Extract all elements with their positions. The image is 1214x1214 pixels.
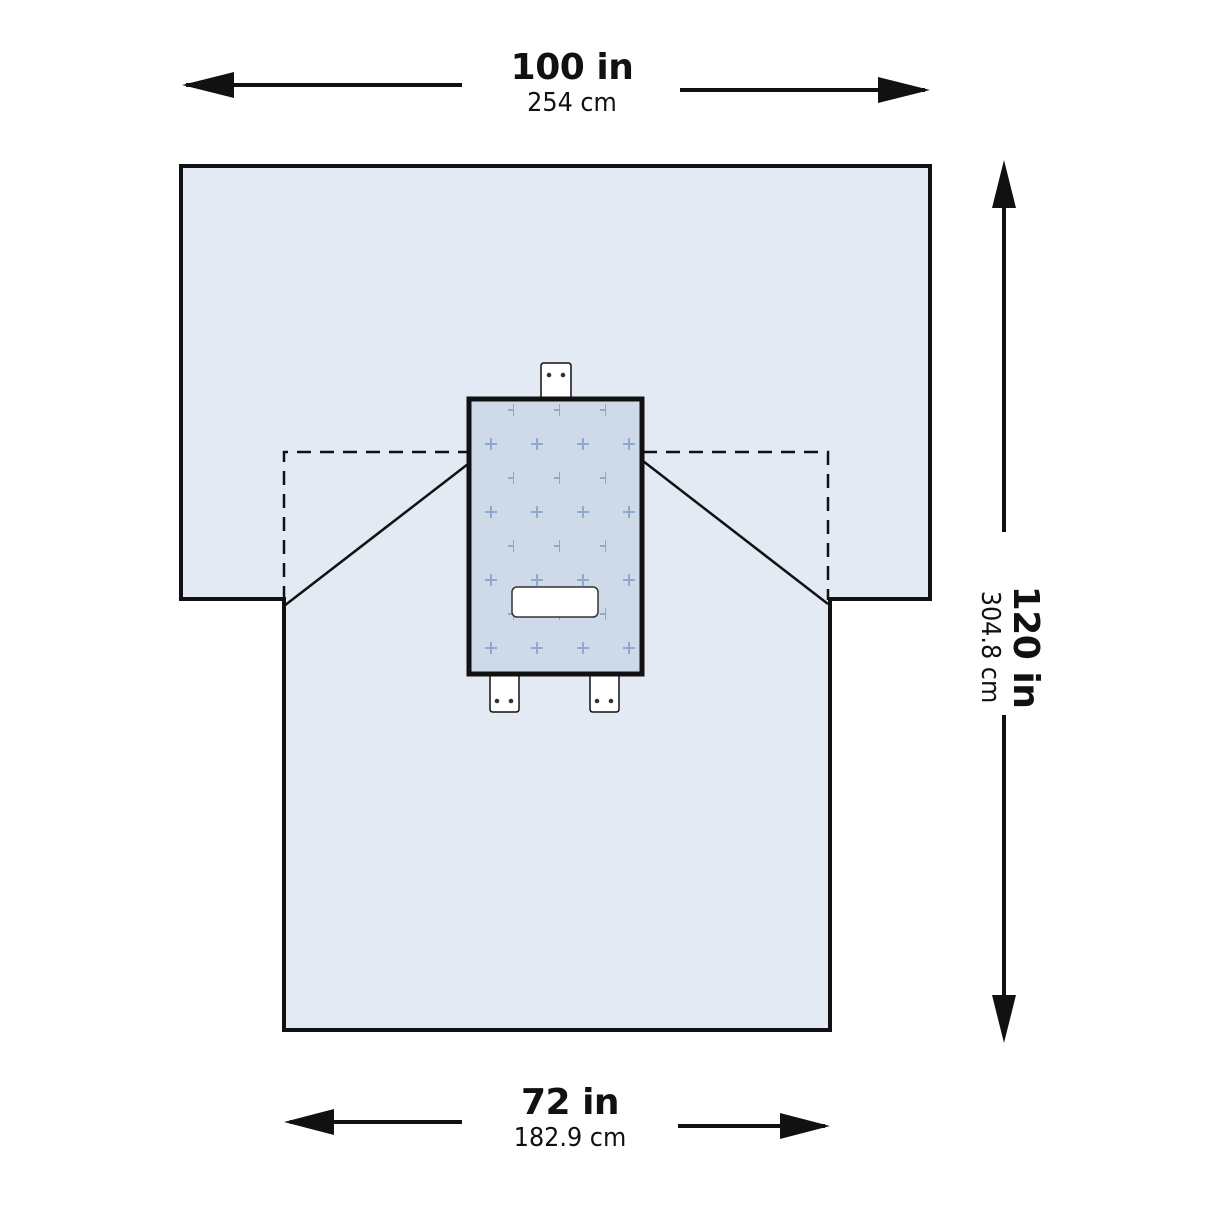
arrow-right-icon <box>878 77 930 103</box>
fenestration <box>511 586 599 618</box>
fold-lines <box>282 450 830 600</box>
top-dimension-inches: 100 in <box>510 47 634 88</box>
arrow-down-icon <box>992 995 1016 1043</box>
top-tab <box>540 362 572 398</box>
top-dimension-cm: 254 cm <box>527 88 617 118</box>
right-dimension-inches: 120 in <box>1005 585 1046 709</box>
right-dimension-arrows <box>992 160 1016 1043</box>
arrow-left-icon <box>182 72 234 98</box>
bottom-dimension-cm: 182.9 cm <box>513 1123 627 1153</box>
bottom-dimension-label: 72 in 182.9 cm <box>470 1082 670 1153</box>
bottom-right-tab <box>589 675 620 713</box>
reinforced-panel <box>466 396 645 677</box>
arrow-up-icon <box>992 160 1016 208</box>
arrow-left-icon <box>284 1109 334 1135</box>
right-dimension-cm: 304.8 cm <box>975 590 1005 704</box>
arrow-right-icon <box>780 1113 830 1139</box>
bottom-dimension-arrows <box>284 1109 830 1139</box>
top-dimension-label: 100 in 254 cm <box>472 47 672 118</box>
bottom-dimension-inches: 72 in <box>520 1082 620 1123</box>
top-dimension-arrows <box>182 72 930 103</box>
right-dimension-label: 120 in 304.8 cm <box>975 527 1046 767</box>
bottom-left-tab <box>489 675 520 713</box>
diagonal-lines <box>283 460 829 607</box>
